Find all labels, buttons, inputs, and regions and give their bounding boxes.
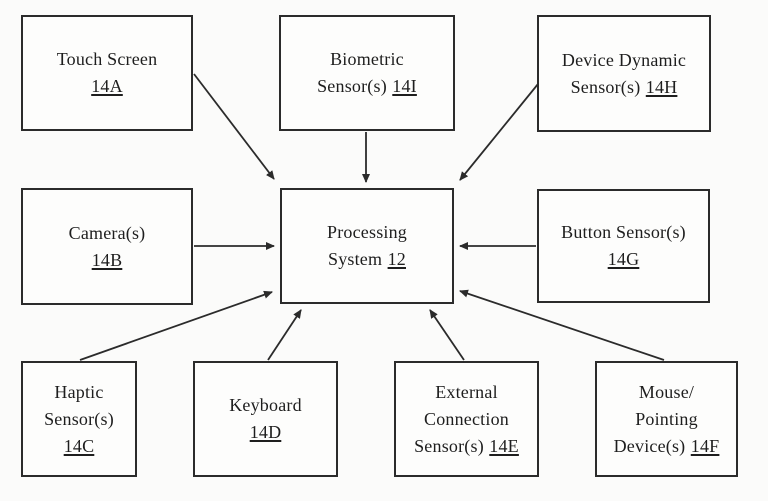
node-mouse-pointing-devices-text: Mouse/ Pointing Device(s)14F — [614, 379, 720, 460]
node-ref: 14A — [91, 76, 123, 96]
node-touch-screen-text: Touch Screen 14A — [57, 46, 158, 100]
node-ref: 14C — [63, 435, 95, 456]
arrow-touch-screen-to-processing — [193, 73, 275, 180]
node-label: Keyboard — [229, 395, 302, 415]
node-keyboard: Keyboard 14D — [193, 361, 338, 477]
node-cameras: Camera(s) 14B — [21, 188, 193, 305]
node-ref: 14D — [249, 422, 282, 442]
node-haptic-sensors: Haptic Sensor(s) 14C — [21, 361, 137, 477]
node-ref: 14H — [645, 76, 678, 97]
node-external-connection-sensors: External Connection Sensor(s)14E — [394, 361, 539, 477]
node-label: Device Dynamic Sensor(s) — [561, 49, 687, 97]
node-button-sensors: Button Sensor(s) 14G — [537, 189, 710, 303]
node-label: Biometric Sensor(s) — [317, 49, 404, 96]
node-ref: 12 — [387, 249, 406, 269]
node-label: Mouse/ Pointing Device(s) — [613, 381, 698, 456]
node-haptic-sensors-text: Haptic Sensor(s) 14C — [44, 379, 114, 460]
node-ref: 14F — [690, 435, 720, 456]
node-touch-screen: Touch Screen 14A — [21, 15, 193, 131]
node-ref: 14I — [392, 76, 417, 96]
arrow-keyboard-to-processing — [267, 309, 302, 361]
node-label: Processing System — [327, 222, 407, 269]
node-label: Haptic Sensor(s) — [44, 381, 114, 429]
node-label: External Connection Sensor(s) — [414, 381, 509, 456]
arrow-external-to-processing — [429, 309, 465, 361]
node-keyboard-text: Keyboard 14D — [229, 392, 302, 446]
node-cameras-text: Camera(s) 14B — [69, 220, 146, 274]
node-label: Button Sensor(s) — [561, 222, 686, 242]
node-button-sensors-text: Button Sensor(s) 14G — [561, 219, 686, 273]
node-ref: 14G — [607, 249, 640, 269]
node-ref: 14B — [91, 249, 123, 270]
node-device-dynamic-sensors: Device Dynamic Sensor(s)14H — [537, 15, 711, 132]
node-label: Camera(s) — [68, 222, 146, 243]
node-device-dynamic-sensors-text: Device Dynamic Sensor(s)14H — [562, 47, 686, 101]
node-label: Touch Screen — [56, 49, 158, 69]
arrow-device-dynamic-to-processing — [459, 83, 539, 181]
node-ref: 14E — [489, 435, 519, 456]
node-biometric-sensors-text: Biometric Sensor(s)14I — [317, 46, 417, 100]
node-biometric-sensors: Biometric Sensor(s)14I — [279, 15, 455, 131]
node-mouse-pointing-devices: Mouse/ Pointing Device(s)14F — [595, 361, 738, 477]
node-external-connection-sensors-text: External Connection Sensor(s)14E — [414, 379, 519, 460]
